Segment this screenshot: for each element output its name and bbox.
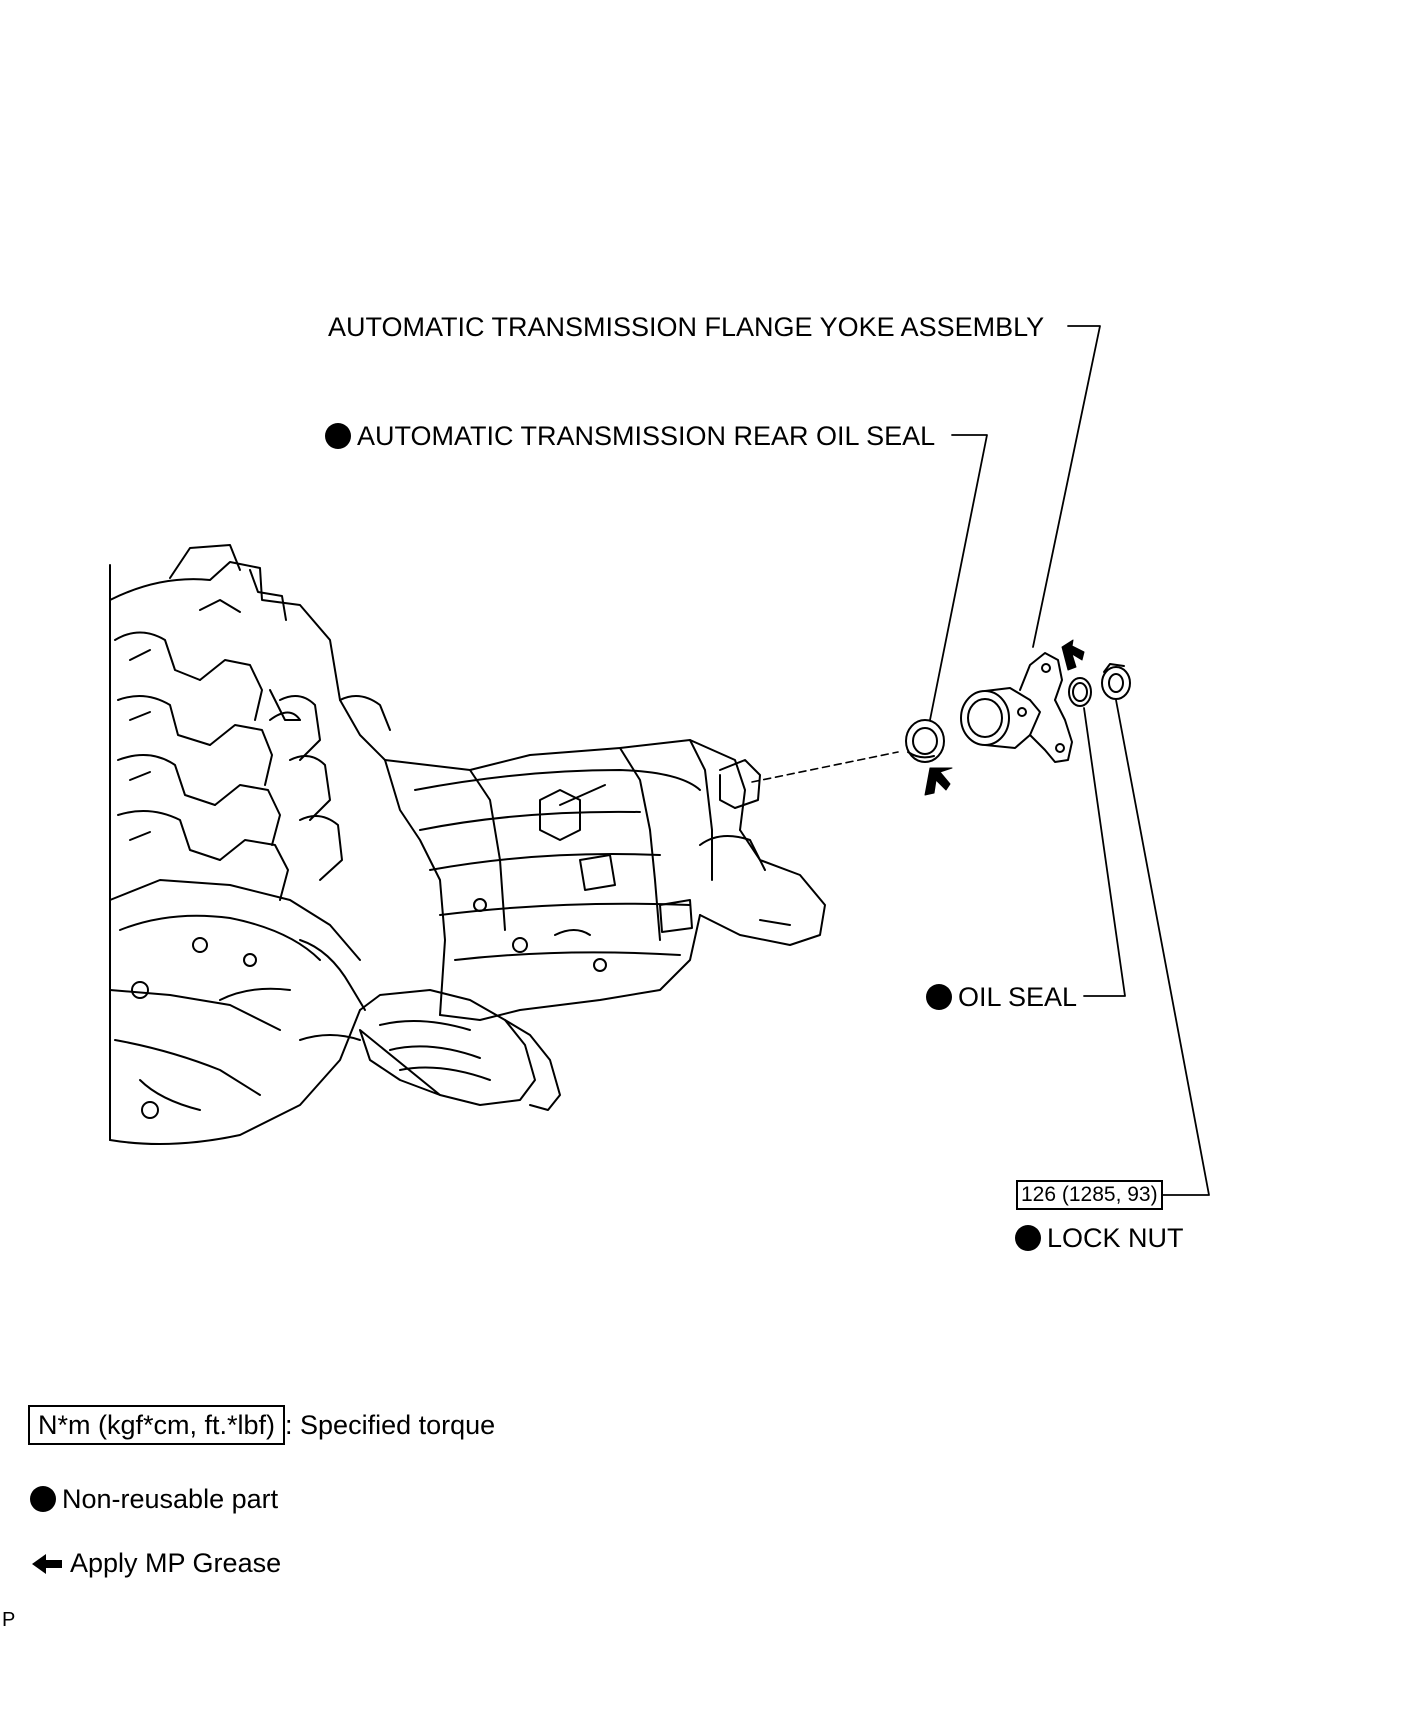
leader-lines (929, 325, 1210, 1196)
non-reusable-dot-icon (30, 1486, 56, 1512)
corner-mark: P (2, 1609, 16, 1631)
exhaust-drawing (299, 989, 561, 1111)
non-reusable-dot-icon (926, 984, 952, 1010)
left-arrow-icon (32, 1554, 62, 1574)
grease-arrow-flange (1061, 639, 1085, 671)
leader-flange-yoke (1032, 325, 1101, 648)
grease-arrow-rear-seal (924, 767, 953, 796)
lock-nut-callout: LOCK NUT (1015, 1223, 1184, 1253)
rear-oil-seal-label: AUTOMATIC TRANSMISSION REAR OIL SEAL (357, 421, 936, 451)
rear-oil-seal-drawing (905, 719, 945, 763)
rear-oil-seal-callout: AUTOMATIC TRANSMISSION REAR OIL SEAL (325, 421, 935, 451)
transmission-case-drawing (384, 739, 826, 1021)
oil-seal-ring-drawing (1068, 677, 1092, 707)
alignment-dashed-line (751, 751, 899, 783)
oil-seal-callout: OIL SEAL (926, 982, 1077, 1012)
non-reusable-text: Non-reusable part (62, 1484, 279, 1514)
leader-oil-seal (1083, 707, 1126, 997)
leader-lock-nut (1115, 699, 1210, 1196)
flange-yoke-drawing (960, 652, 1073, 763)
oil-seal-label: OIL SEAL (958, 982, 1078, 1012)
grease-text: Apply MP Grease (70, 1548, 282, 1578)
legend-non-reusable: Non-reusable part (30, 1484, 278, 1514)
legend-torque: N*m (kgf*cm, ft.*lbf): Specified torque (28, 1405, 495, 1445)
torque-unit-box: N*m (kgf*cm, ft.*lbf) (28, 1405, 286, 1445)
flange-yoke-label: AUTOMATIC TRANSMISSION FLANGE YOKE ASSEM… (328, 312, 1045, 342)
non-reusable-dot-icon (1015, 1225, 1041, 1251)
lock-nut-torque-box: 126 (1285, 93) (1016, 1180, 1163, 1210)
torque-desc: : Specified torque (285, 1410, 496, 1440)
lock-nut-label: LOCK NUT (1047, 1223, 1184, 1253)
leader-rear-oil-seal (929, 434, 988, 721)
legend-grease: Apply MP Grease (30, 1548, 281, 1578)
non-reusable-dot-icon (325, 423, 351, 449)
lock-nut-drawing (1101, 663, 1131, 700)
engine-drawing (109, 544, 391, 1145)
